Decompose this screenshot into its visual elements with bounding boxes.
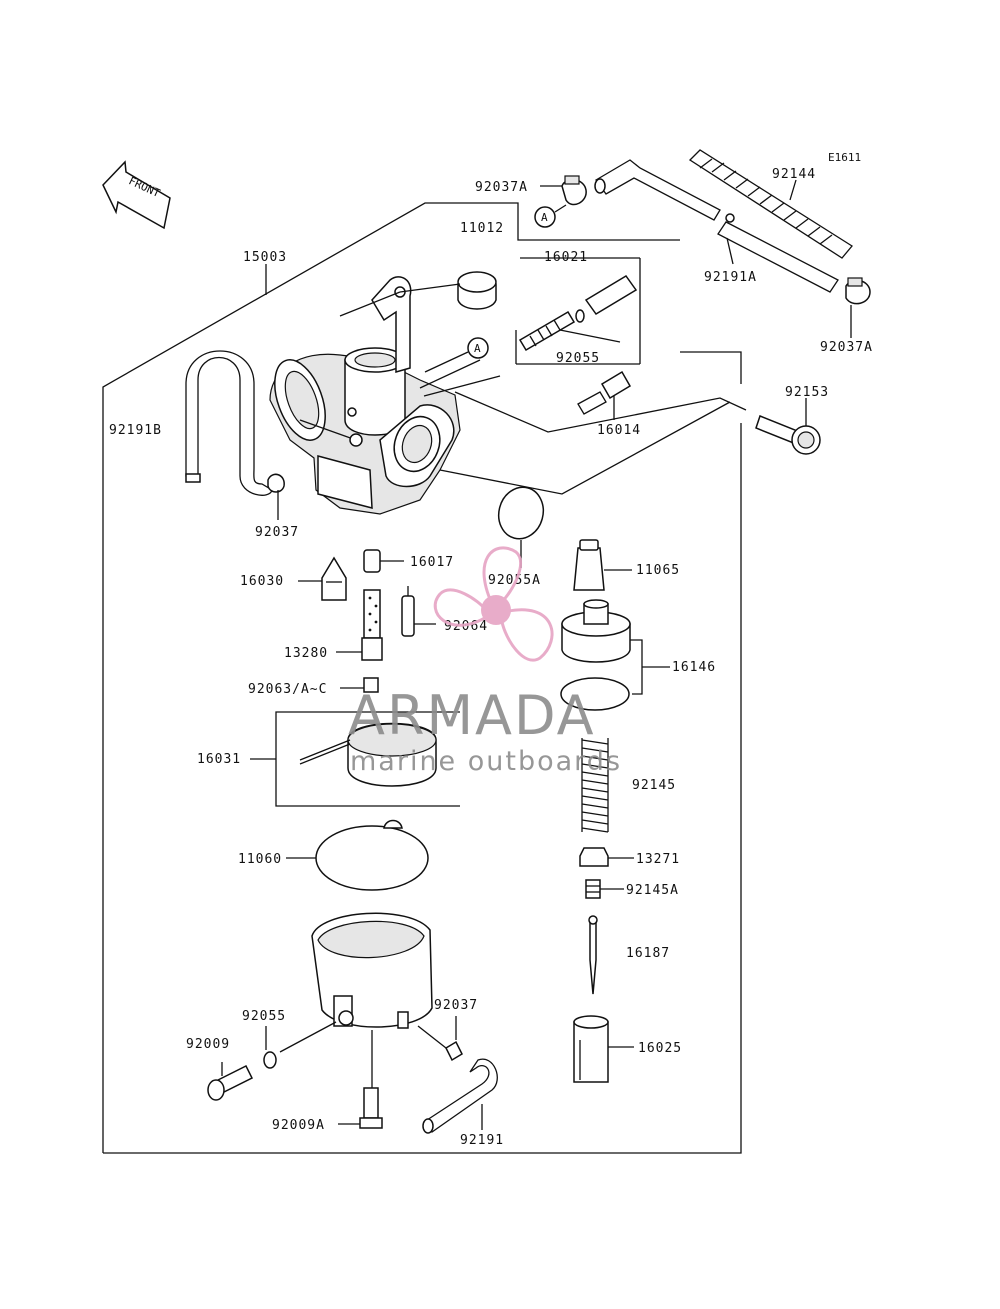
watermark: ARMADA marine outboards — [348, 546, 622, 777]
label-16021: 16021 — [544, 250, 588, 265]
label-92191B: 92191B — [109, 423, 162, 438]
label-92037A-top: 92037A — [475, 180, 528, 195]
pilot-screw-16021 — [515, 257, 641, 365]
hose-clamp-92037A-top — [561, 175, 587, 206]
cap-cover-11065 — [573, 539, 632, 591]
label-92055-bottom: 92055 — [242, 1009, 286, 1024]
label-16017: 16017 — [410, 555, 454, 570]
label-11012: 11012 — [460, 221, 504, 236]
jet-needle-16187 — [588, 915, 598, 995]
drain-hose-92191 — [422, 1058, 498, 1134]
svg-text:A: A — [541, 211, 548, 224]
svg-text:A: A — [474, 342, 481, 355]
o-ring-92055A — [497, 486, 545, 540]
label-92145: 92145 — [632, 778, 676, 793]
label-16146: 16146 — [672, 660, 716, 675]
front-direction-arrow: FRONT — [102, 160, 171, 230]
choke-hose-92191B — [185, 350, 273, 496]
cap-11012 — [457, 271, 497, 310]
label-92037-bottom: 92037 — [434, 998, 478, 1013]
vent-hose-92191A — [594, 159, 839, 293]
propeller-logo — [433, 546, 554, 662]
label-92145A: 92145A — [626, 883, 679, 898]
jet-16017 — [363, 549, 404, 573]
drain-screw-92009 — [207, 1062, 254, 1101]
label-92055A: 92055A — [488, 573, 541, 588]
label-11060: 11060 — [238, 852, 282, 867]
fuel-hose-92144 — [688, 149, 853, 259]
leader-body-bolt — [439, 401, 731, 495]
label-92009A: 92009A — [272, 1118, 325, 1133]
label-92191: 92191 — [460, 1133, 504, 1148]
label-16025: 16025 — [638, 1041, 682, 1056]
callout-a-top: A — [534, 204, 567, 228]
float-valve-16030 — [298, 556, 347, 601]
label-92153: 92153 — [785, 385, 829, 400]
label-13271: 13271 — [636, 852, 680, 867]
label-16187: 16187 — [626, 946, 670, 961]
float-bowl — [311, 912, 433, 1088]
needle-holder-13271 — [579, 847, 634, 867]
watermark-tagline: marine outboards — [350, 746, 622, 777]
screw-92009A — [338, 1087, 383, 1129]
main-jet-92063 — [340, 677, 379, 693]
clip-92037-bottom — [417, 1016, 463, 1062]
o-ring-92055-bottom — [263, 1021, 337, 1069]
carburetor-body-15003 — [269, 276, 501, 515]
label-15003: 15003 — [243, 250, 287, 265]
label-11065: 11065 — [636, 563, 680, 578]
throttle-valve-16025 — [573, 1015, 634, 1083]
part-labels: 92037A 92144 11012 15003 16021 92191A 92… — [109, 167, 873, 1148]
needle-jet-13280 — [336, 589, 383, 661]
label-92191A: 92191A — [704, 270, 757, 285]
float-16031 — [250, 711, 460, 807]
propeller-hub — [481, 595, 511, 625]
label-92063: 92063/A~C — [248, 682, 327, 697]
label-16031: 16031 — [197, 752, 241, 767]
label-92009: 92009 — [186, 1037, 230, 1052]
label-92144: 92144 — [772, 167, 816, 182]
spring-92145 — [581, 738, 609, 833]
label-92037-left: 92037 — [255, 525, 299, 540]
label-13280: 13280 — [284, 646, 328, 661]
leader-lines — [265, 179, 852, 520]
top-cap-16146 — [560, 599, 670, 711]
watermark-brand: ARMADA — [348, 684, 596, 747]
spring-92145A — [585, 879, 624, 899]
label-16014: 16014 — [597, 423, 641, 438]
assembly-frame — [102, 202, 742, 1154]
leader-idle-screw — [454, 391, 747, 433]
diagram-ref-code: E1611 — [828, 151, 861, 164]
clip-92037-left — [267, 473, 285, 493]
bolt-92153 — [755, 398, 821, 455]
hose-clamp-92037A-right — [845, 277, 871, 305]
callout-a-body: A — [424, 337, 489, 373]
idle-screw-16014 — [577, 370, 632, 420]
gasket-11060 — [286, 819, 429, 891]
label-92055-top: 92055 — [556, 351, 600, 366]
pilot-jet-92064 — [401, 586, 436, 637]
label-16030: 16030 — [240, 574, 284, 589]
label-92037A-right: 92037A — [820, 340, 873, 355]
